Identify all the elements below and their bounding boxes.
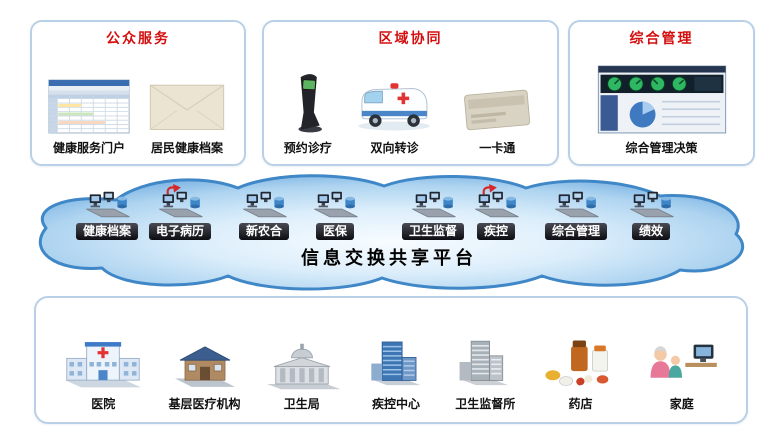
kiosk-icon: [286, 70, 330, 134]
panel-regional-collaboration: 区域协同 预约诊疗 双向转诊 一卡通: [262, 20, 559, 166]
platform-node-label: 卫生监督: [401, 223, 465, 240]
panel-comprehensive-management-items: 综合管理决策: [570, 65, 753, 156]
server-platform-icon: [547, 184, 605, 222]
family-icon: [639, 338, 725, 391]
platform-node-health-supervision: 卫生监督: [401, 184, 465, 240]
envelope-icon: [146, 79, 228, 134]
server-platform-arrow-icon: [151, 184, 209, 222]
platform-node-emr: 电子病历: [148, 184, 212, 240]
facility-item-pharmacy: 药店: [538, 338, 624, 412]
platform-node-cdc: 疾控: [467, 184, 525, 240]
spreadsheet-portal-icon: [48, 79, 130, 134]
service-item-referral: 双向转诊: [351, 77, 437, 156]
panel-comprehensive-management-title: 综合管理: [629, 31, 694, 47]
facility-label: 药店: [568, 397, 593, 411]
supervision-building-icon: [448, 333, 522, 391]
facility-label: 医院: [91, 397, 116, 411]
facility-item-health-bureau: 卫生局: [260, 335, 344, 412]
panel-public-services-title: 公众服务: [106, 31, 170, 47]
government-building-icon: [260, 335, 344, 391]
platform-node-medical-insurance: 医保: [306, 184, 364, 240]
clinic-icon: [165, 336, 245, 391]
panel-public-services-items: 健康服务门户 居民健康档案: [32, 79, 244, 156]
service-item-label: 健康服务门户: [52, 141, 125, 155]
cdc-building-icon: [359, 333, 433, 391]
facility-label: 基层医疗机构: [168, 397, 241, 411]
service-item-appointment: 预约诊疗: [284, 70, 332, 156]
dashboard-icon: [597, 65, 727, 134]
service-item-label: 综合管理决策: [625, 141, 698, 155]
facility-item-primary-care: 基层医疗机构: [165, 336, 245, 412]
platform-node-label: 电子病历: [148, 223, 212, 240]
facility-label: 家庭: [669, 397, 694, 411]
service-item-label: 预约诊疗: [283, 141, 332, 155]
server-platform-icon: [78, 184, 136, 222]
platform-title: 信息交换共享平台: [301, 248, 477, 269]
facilities-panel: 医院 基层医疗机构 卫生局 疾控中心 卫生监督所 药店: [34, 296, 748, 424]
platform-node-label: 健康档案: [75, 223, 139, 240]
server-platform-icon: [622, 184, 680, 222]
service-item-label: 居民健康档案: [150, 141, 223, 155]
panel-regional-collaboration-items: 预约诊疗 双向转诊 一卡通: [264, 70, 557, 156]
panel-comprehensive-management: 综合管理 综合管理决策: [568, 20, 755, 166]
facility-item-supervision-institute: 卫生监督所: [448, 333, 522, 412]
facilities-items: 医院 基层医疗机构 卫生局 疾控中心 卫生监督所 药店: [36, 298, 746, 422]
hospital-icon: [57, 333, 149, 391]
platform-node-label: 绩效: [631, 223, 670, 240]
server-platform-arrow-icon: [467, 184, 525, 222]
service-item-health-portal: 健康服务门户: [48, 79, 130, 156]
smart-card-icon: [457, 81, 537, 134]
platform-node-label: 综合管理: [544, 223, 608, 240]
pharmacy-icon: [538, 338, 624, 391]
panel-public-services: 公众服务 健康服务门户 居民健康档案: [30, 20, 246, 166]
platform-node-label: 医保: [315, 223, 354, 240]
service-item-label: 一卡通: [479, 141, 516, 155]
facility-item-hospital: 医院: [57, 333, 149, 412]
service-item-resident-records: 居民健康档案: [146, 79, 228, 156]
panel-regional-collaboration-title: 区域协同: [378, 31, 443, 47]
service-item-decision: 综合管理决策: [597, 65, 727, 156]
cloud-shape: [38, 174, 745, 291]
server-platform-icon: [306, 184, 364, 222]
facility-item-cdc-center: 疾控中心: [359, 333, 433, 412]
platform-node-management: 综合管理: [544, 184, 608, 240]
server-platform-icon: [235, 184, 293, 222]
platform-node-label: 疾控: [476, 223, 515, 240]
platform-node-rural-coop: 新农合: [235, 184, 293, 240]
server-platform-icon: [404, 184, 462, 222]
facility-label: 卫生局: [283, 397, 320, 411]
ambulance-icon: [351, 77, 437, 134]
service-item-label: 双向转诊: [370, 141, 419, 155]
facility-label: 卫生监督所: [455, 397, 516, 411]
platform-node-label: 新农合: [238, 223, 289, 240]
service-item-onecard: 一卡通: [457, 81, 537, 156]
facility-item-family: 家庭: [639, 338, 725, 412]
platform-node-performance: 绩效: [622, 184, 680, 240]
info-exchange-cloud: 健康档案 电子病历 新农合 医保 卫生监督 疾控 综合管理 绩效: [16, 170, 762, 292]
facility-label: 疾控中心: [371, 397, 420, 411]
platform-node-health-records: 健康档案: [75, 184, 139, 240]
